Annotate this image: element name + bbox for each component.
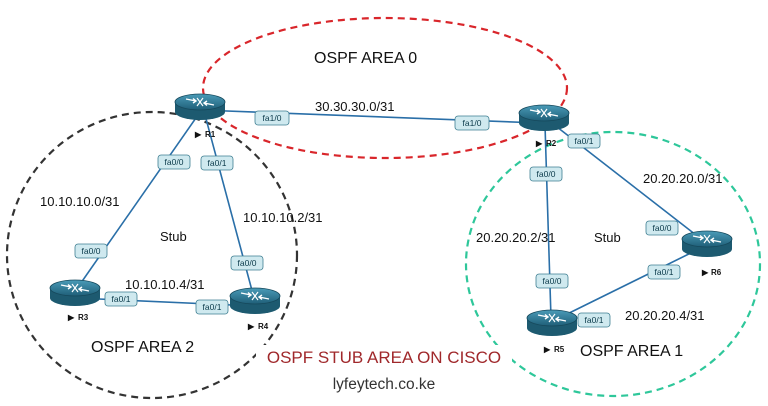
link-r1-r3: [75, 114, 199, 291]
iface-label: fa1/0: [263, 113, 282, 123]
area2-label: OSPF AREA 2: [91, 339, 194, 356]
link-r2-r5: [544, 124, 552, 319]
subnet-r1-r2: 30.30.30.0/31: [315, 99, 395, 114]
iface-tag-r2-r1: fa1/0: [454, 115, 490, 131]
r1-arrow-icon: ▶: [194, 130, 202, 139]
iface-label: fa0/0: [238, 258, 257, 268]
iface-label: fa0/1: [208, 158, 227, 168]
stub-label-area2: Stub: [160, 229, 187, 244]
r4-arrow-icon: ▶: [247, 322, 255, 331]
stub-label-area1: Stub: [594, 230, 621, 245]
router-icon: [526, 309, 578, 337]
router-r1[interactable]: ▶ R1: [174, 93, 226, 139]
subnet-r3-r4: 10.10.10.4/31: [125, 277, 205, 292]
subnet-r1-r4: 10.10.10.2/31: [243, 210, 323, 225]
subnet-r5-r6: 20.20.20.4/31: [625, 308, 705, 323]
router-r3-label: R3: [78, 313, 89, 322]
r3-arrow-icon: ▶: [67, 313, 75, 322]
caption-background: [256, 345, 512, 401]
iface-label: fa0/0: [537, 169, 556, 179]
r5-arrow-icon: ▶: [543, 345, 551, 354]
link-r1-r4: [204, 114, 255, 299]
iface-tag-r4-r1: fa0/0: [230, 255, 264, 271]
router-r1-label: R1: [205, 130, 216, 139]
iface-tag-r6-r2: fa0/0: [645, 220, 679, 236]
link-r5-r6: [550, 245, 706, 323]
router-icon: [681, 230, 733, 258]
router-r2-label: R2: [546, 139, 557, 148]
subnet-r2-r5: 20.20.20.2/31: [476, 230, 556, 245]
router-r4[interactable]: ▶ R4: [229, 287, 281, 331]
router-r3[interactable]: ▶ R3: [49, 279, 101, 322]
iface-label: fa0/1: [203, 302, 222, 312]
router-r5-label: R5: [554, 345, 565, 354]
area1-label: OSPF AREA 1: [580, 343, 683, 360]
iface-label: fa0/0: [653, 223, 672, 233]
iface-label: fa1/0: [463, 118, 482, 128]
r6-arrow-icon: ▶: [701, 268, 709, 277]
iface-tag-r1-r4: fa0/1: [200, 155, 234, 171]
router-r5[interactable]: ▶ R5: [526, 309, 578, 354]
iface-tag-r3-r4: fa0/1: [104, 291, 138, 307]
iface-tag-r2-r6: fa0/1: [567, 133, 601, 149]
subnet-r2-r6: 20.20.20.0/31: [643, 171, 723, 186]
iface-label: fa0/0: [165, 157, 184, 167]
area2-boundary: [5, 110, 299, 400]
router-r6[interactable]: ▶ R6: [681, 230, 733, 277]
iface-tag-r3-r1: fa0/0: [74, 243, 108, 259]
iface-tag-r1-r2: fa1/0: [254, 110, 290, 126]
router-icon: [518, 104, 570, 132]
router-icon: [174, 93, 226, 121]
router-icon: [49, 279, 101, 307]
iface-tag-r4-r3: fa0/1: [195, 299, 229, 315]
area0-boundary: [201, 16, 569, 160]
area1-boundary: [464, 130, 762, 398]
iface-label: fa0/1: [575, 136, 594, 146]
iface-tag-r1-r3: fa0/0: [157, 154, 191, 170]
area0-label: OSPF AREA 0: [314, 50, 417, 67]
iface-label: fa0/0: [82, 246, 101, 256]
router-r4-label: R4: [258, 322, 269, 331]
router-icon: [229, 287, 281, 315]
router-r2[interactable]: ▶ R2: [518, 104, 570, 148]
iface-label: fa0/1: [585, 315, 604, 325]
iface-tag-r6-r5: fa0/1: [647, 264, 681, 280]
iface-label: fa0/1: [655, 267, 674, 277]
diagram-title: OSPF STUB AREA ON CISCO: [267, 348, 501, 367]
iface-tag-r5-r2: fa0/0: [535, 273, 569, 289]
subnet-r1-r3: 10.10.10.0/31: [40, 194, 120, 209]
iface-tag-r2-r5: fa0/0: [529, 166, 563, 182]
iface-tag-r5-r6: fa0/1: [577, 312, 611, 328]
router-r6-label: R6: [711, 268, 722, 277]
iface-label: fa0/0: [543, 276, 562, 286]
r2-arrow-icon: ▶: [535, 139, 543, 148]
site-credit: lyfeytech.co.ke: [333, 376, 436, 393]
iface-label: fa0/1: [112, 294, 131, 304]
